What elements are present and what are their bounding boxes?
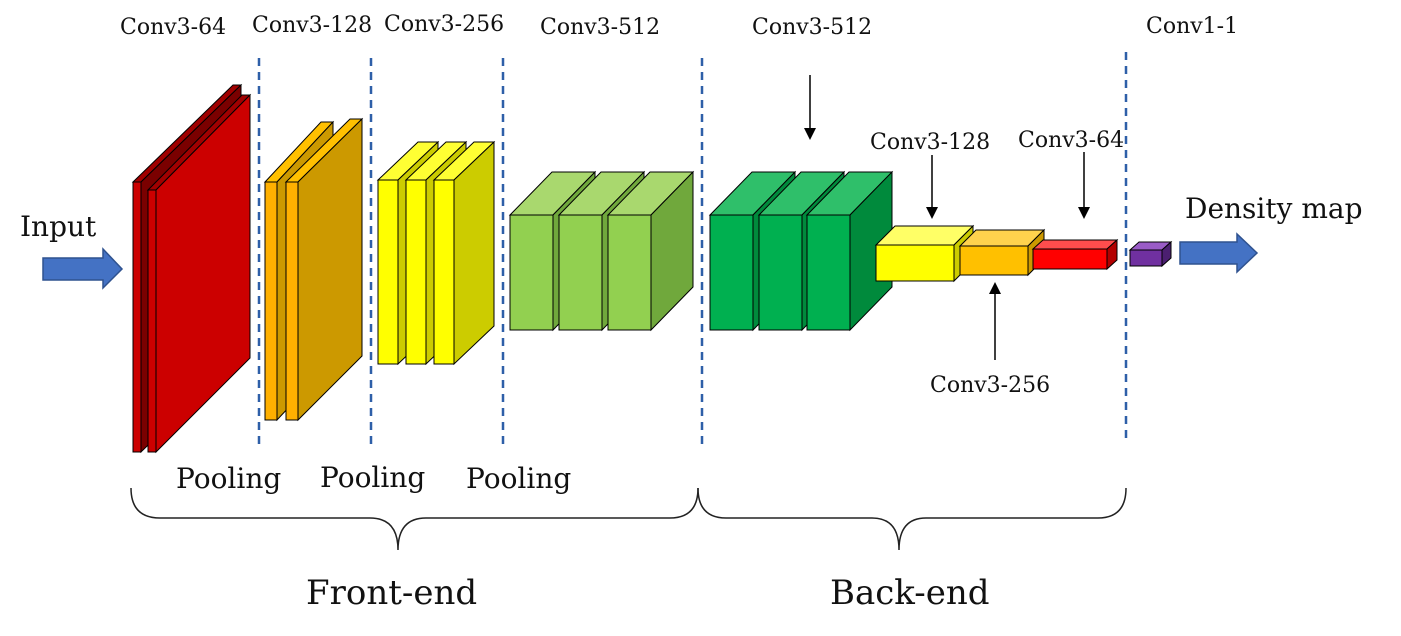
conv3-128-back-label: Conv3-128 bbox=[870, 130, 990, 155]
conv3-256-block bbox=[376, 140, 496, 366]
input-label: Input bbox=[20, 210, 97, 243]
back-end-brace bbox=[697, 487, 1127, 551]
conv3-256-back-label: Conv3-256 bbox=[930, 373, 1050, 398]
pooling-label: Pooling bbox=[466, 462, 571, 495]
conv3-128-back-block bbox=[874, 224, 975, 283]
conv3-64-block bbox=[131, 83, 252, 454]
light-green-cube bbox=[606, 170, 695, 332]
density-map-label: Density map bbox=[1185, 192, 1363, 225]
conv3-512-back-label: Conv3-512 bbox=[752, 15, 872, 40]
conv3-256-back-block bbox=[958, 228, 1046, 277]
green-cube bbox=[805, 170, 894, 332]
stage-dividers bbox=[257, 52, 1128, 446]
pointer-arrows bbox=[804, 75, 1090, 360]
conv3-512-front-block bbox=[508, 170, 695, 332]
front-end-brace bbox=[130, 487, 699, 551]
conv1-1-label: Conv1-1 bbox=[1146, 14, 1238, 39]
output-arrow-icon bbox=[1179, 232, 1259, 274]
orange-plate bbox=[284, 117, 364, 422]
pooling-label: Pooling bbox=[176, 462, 281, 495]
conv1-1-block bbox=[1128, 240, 1173, 268]
pooling-label: Pooling bbox=[320, 461, 425, 494]
conv3-512-front-label: Conv3-512 bbox=[540, 15, 660, 40]
back-end-label: Back-end bbox=[830, 573, 990, 613]
conv3-128-block bbox=[263, 117, 364, 422]
conv3-64-back-block bbox=[1031, 238, 1119, 271]
conv3-64-back-label: Conv3-64 bbox=[1018, 128, 1124, 153]
yellow-plate bbox=[432, 140, 496, 366]
conv3-256-label: Conv3-256 bbox=[384, 12, 504, 37]
front-end-label: Front-end bbox=[306, 573, 477, 613]
conv3-64-label: Conv3-64 bbox=[120, 15, 226, 40]
conv3-512-back-block bbox=[708, 170, 894, 332]
conv3-128-label: Conv3-128 bbox=[252, 13, 372, 38]
red-plate bbox=[146, 93, 252, 454]
input-arrow-icon bbox=[42, 247, 124, 290]
